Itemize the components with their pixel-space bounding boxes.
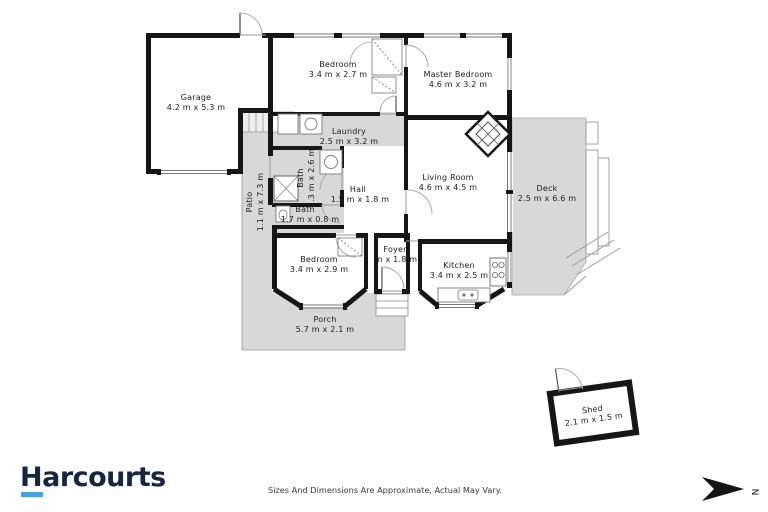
- patio-porch-outline: [241, 112, 406, 351]
- door-arc: [335, 234, 357, 258]
- door-arc: [381, 266, 405, 292]
- room-name: Laundry: [332, 127, 366, 136]
- door-arc: [405, 44, 429, 68]
- window: [342, 33, 380, 38]
- windows: [157, 33, 513, 310]
- hall-fill: [344, 146, 404, 233]
- room-porch: Porch 5.7 m x 2.1 m: [296, 315, 355, 334]
- window: [294, 33, 334, 38]
- room-laundry: Laundry 2.5 m x 3.2 m: [320, 127, 379, 146]
- toilet-icon: [275, 205, 291, 223]
- room-name: Bath: [295, 205, 314, 214]
- room-labels: Garage 4.2 m x 5.3 m Bedroom 3.4 m x 2.7…: [167, 60, 577, 334]
- closet: [371, 38, 403, 76]
- north-label: N: [749, 489, 759, 496]
- north-arrow-icon: N: [702, 477, 759, 501]
- window: [466, 33, 502, 38]
- door-arc: [379, 95, 397, 115]
- room-dims: 1.1 m x 7.3 m: [256, 173, 265, 232]
- window: [424, 33, 460, 38]
- room-name: Living Room: [422, 173, 473, 182]
- deck-steps: [563, 121, 621, 296]
- room-dims: 3.4 m x 2.9 m: [290, 265, 349, 274]
- room-living: Living Room 4.6 m x 4.5 m: [419, 173, 478, 192]
- room-name: Bedroom: [319, 60, 357, 69]
- sink-icon: [437, 287, 491, 303]
- french-door: [506, 152, 513, 232]
- room-name: Patio: [245, 192, 254, 213]
- window: [507, 252, 512, 282]
- closets: [337, 38, 403, 257]
- shower-icon: [273, 175, 299, 202]
- room-name: Garage: [181, 93, 212, 102]
- doors: [239, 12, 433, 292]
- room-dims: 3.4 m x 2.5 m: [430, 271, 489, 280]
- stove-icon: [489, 257, 507, 287]
- room-bedroom-bottom: Bedroom 3.4 m x 2.9 m: [290, 255, 349, 274]
- room-dims: 2.5 m x 6.6 m: [518, 194, 577, 203]
- door-arc: [321, 204, 341, 224]
- deck-fill: [511, 117, 587, 296]
- door-arc: [405, 189, 433, 215]
- room-foyer: Foyer m x 1.8 m: [375, 245, 417, 264]
- room-dims: 4.6 m x 4.5 m: [419, 183, 478, 192]
- room-name: Bedroom: [300, 255, 338, 264]
- room-hall: Hall 1.5 m x 1.8 m: [331, 185, 390, 204]
- room-dims: 1.5 m x 1.8 m: [331, 195, 390, 204]
- room-kitchen: Kitchen 3.4 m x 2.5 m: [430, 261, 489, 280]
- room-dims: 1.7 m x 0.8 m: [281, 215, 340, 224]
- room-bath-small: Bath 1.7 m x 0.8 m: [281, 205, 340, 224]
- garage-door: [157, 169, 231, 175]
- room-bath: Bath 2.3 m x 2.6 m: [296, 149, 316, 208]
- washer-icon: [299, 113, 323, 135]
- shed: Shed 2.1 m x 1.5 m: [546, 368, 640, 447]
- room-bedroom-top: Bedroom 3.4 m x 2.7 m: [309, 60, 368, 79]
- room-dims: 2.5 m x 3.2 m: [320, 137, 379, 146]
- room-name: Master Bedroom: [424, 70, 493, 79]
- room-dims: 2.3 m x 2.6 m: [307, 149, 316, 208]
- fixtures: [273, 110, 512, 303]
- door-arc: [239, 12, 266, 36]
- room-dims: 5.7 m x 2.1 m: [296, 325, 355, 334]
- room-name: Bath: [296, 168, 305, 187]
- room-dims: 3.4 m x 2.7 m: [309, 70, 368, 79]
- room-dims: 4.2 m x 5.3 m: [167, 103, 226, 112]
- window: [507, 58, 512, 90]
- room-dims: 4.6 m x 3.2 m: [429, 80, 488, 89]
- disclaimer-text: Sizes And Dimensions Are Approximate, Ac…: [268, 485, 502, 495]
- closet: [371, 76, 397, 94]
- closet: [337, 237, 363, 257]
- logo-underline: [21, 492, 43, 497]
- harcourts-logo: Harcourts: [20, 462, 166, 493]
- room-name: Deck: [537, 184, 558, 193]
- room-name: Foyer: [383, 245, 407, 254]
- toilet-icon: [319, 149, 343, 175]
- room-name: Porch: [313, 315, 336, 324]
- room-name: Hall: [350, 185, 366, 194]
- fireplace-icon: [464, 110, 512, 158]
- room-name: Shed: [582, 404, 604, 416]
- bay-window: [299, 303, 347, 310]
- room-deck: Deck 2.5 m x 6.6 m: [518, 184, 577, 203]
- room-master-bedroom: Master Bedroom 4.6 m x 3.2 m: [424, 70, 493, 89]
- laundry-tub-icon: [277, 113, 299, 135]
- bay-window: [435, 302, 479, 309]
- walls: [146, 33, 512, 294]
- room-garage: Garage 4.2 m x 5.3 m: [167, 93, 226, 112]
- room-name: Kitchen: [443, 261, 474, 270]
- room-dims: m x 1.8 m: [375, 255, 417, 264]
- foyer-steps-icon: [375, 293, 409, 317]
- room-fills: [274, 146, 508, 307]
- bedroom-bottom-fill: [274, 233, 366, 291]
- room-patio: Patio 1.1 m x 7.3 m: [245, 173, 265, 232]
